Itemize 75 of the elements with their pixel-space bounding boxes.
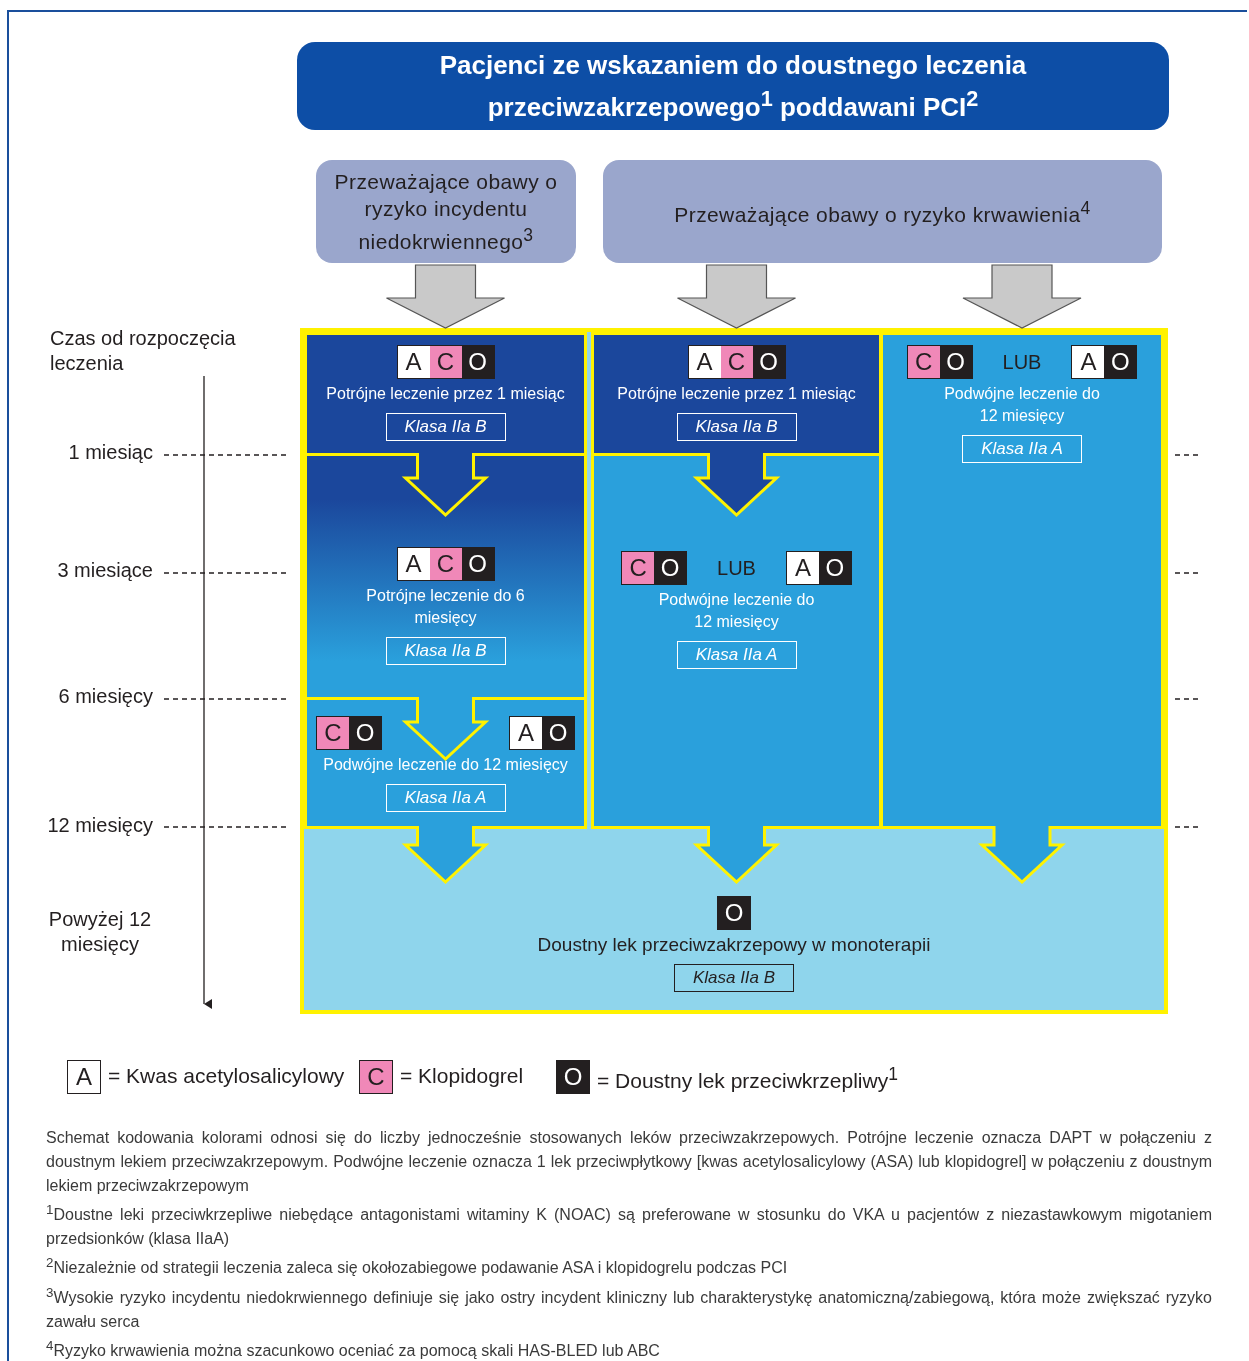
drug-letter-chip: C xyxy=(622,552,655,584)
drug-letter-chip: C xyxy=(317,717,349,749)
drug-letter-chip: A xyxy=(397,548,430,580)
block-arrow xyxy=(962,264,1082,329)
timeline-label: 1 miesiąc xyxy=(67,440,153,465)
drug-letter-chip: O xyxy=(349,717,381,749)
class-label: Klasa IIa B xyxy=(674,964,794,992)
treatment-cell xyxy=(304,697,587,829)
class-label: Klasa IIa B xyxy=(385,413,506,441)
cell-text: Potrójne leczenie przez 1 miesiąc xyxy=(326,384,565,404)
footnote: $^{3}$Wysokie ryzyko incydentu niedokrwiennego definiuje się jako ostry incydent kliniczny lub charakterystykę anatomiczną/zabiegową, która może zwiększać ryzyko zawału serca xyxy=(46,1283,1212,1332)
timeline-label: 12 miesięcy xyxy=(46,813,153,838)
block-arrow xyxy=(978,824,1066,885)
treatment-cell xyxy=(304,332,587,456)
or-text: LUB xyxy=(1002,350,1042,374)
block-arrow xyxy=(385,264,506,329)
drug-letter-chip: A xyxy=(688,346,721,378)
treatment-cell xyxy=(880,332,1164,829)
header-panel xyxy=(316,160,576,263)
class-label: Klasa IIa A xyxy=(676,641,797,669)
header-text: Przeważające obawy o ryzyko krwawienia$^{4}$ xyxy=(674,197,1091,228)
cell-text: Doustny lek przeciwzakrzepowy w monoterapii xyxy=(537,934,931,956)
legend-swatch: O xyxy=(556,1060,590,1094)
class-label: Klasa IIa A xyxy=(385,784,506,812)
legend-swatch: C xyxy=(359,1060,393,1094)
drug-letter-chip: A xyxy=(1072,346,1105,378)
block-arrow xyxy=(401,695,490,762)
footnote: $^{1}$Doustne leki przeciwkrzepliwe niebędące antagonistami witaminy K (NOAC) są preferowane w stosunku do VKA u pacjentów z niezastawkowym migotaniem przedsionków (klasa IIaA) xyxy=(46,1201,1212,1250)
drug-letter-chip: A xyxy=(510,717,542,749)
class-label: Klasa IIa B xyxy=(385,637,506,665)
timeline-label: Czas od rozpoczęcia leczenia xyxy=(50,326,237,376)
drug-letter-chip: O xyxy=(654,552,687,584)
block-arrow xyxy=(401,451,490,518)
timeline-label: 6 miesięcy xyxy=(57,684,153,709)
drug-letter-chip: O xyxy=(461,346,494,378)
cell-text: Podwójne leczenie do 12 miesięcy xyxy=(943,384,1101,426)
drug-letter-chip: C xyxy=(429,548,462,580)
drug-letter-chip: O xyxy=(818,552,851,584)
block-arrow xyxy=(692,824,781,885)
timeline-label: 3 miesiące xyxy=(56,558,153,583)
legend-text: = Klopidogrel xyxy=(400,1064,524,1088)
drug-letter-chip: O xyxy=(939,346,972,378)
legend-swatch: A xyxy=(67,1060,101,1094)
block-arrow xyxy=(676,264,797,329)
class-label: Klasa IIa A xyxy=(962,435,1082,463)
drug-letter-chip: A xyxy=(397,346,430,378)
class-label: Klasa IIa B xyxy=(676,413,797,441)
or-text: LUB xyxy=(717,556,756,580)
block-arrow xyxy=(401,824,490,885)
footnote: $^{4}$Ryzyko krwawienia można szacunkowo oceniać za pomocą skali HAS-BLED lub ABC xyxy=(46,1337,661,1361)
timeline-label: Powyżej 12 miesięcy xyxy=(47,907,153,957)
cell-text: Podwójne leczenie do 12 miesięcy xyxy=(657,590,816,632)
footnote: Schemat kodowania kolorami odnosi się do liczby jednocześnie stosowanych leków przeciwzakrzepowych. Potrójne leczenie oznacza DAPT w połączeniu z doustnym lekiem przeciwzakrzepowym. Podwójne leczenie oznacza 1 lek przeciwpłytkowy [kwas acetylosalicylowy (ASA) lub klopidogrel] w połączeniu z doustnym lekiem przeciwzakrzepowym xyxy=(46,1128,1212,1196)
header-text: Przeważające obawy o ryzyko incydentu niedokrwiennego$^{3}$ xyxy=(334,169,558,255)
drug-letter-chip: O xyxy=(752,346,785,378)
block-arrow xyxy=(692,451,781,518)
treatment-cell xyxy=(304,453,587,700)
drug-letter-chip: O xyxy=(461,548,494,580)
drug-letter-chip: O xyxy=(542,717,574,749)
legend-text: = Kwas acetylosalicylowy xyxy=(108,1064,345,1088)
drug-letter-chip: C xyxy=(429,346,462,378)
drug-letter-chip: C xyxy=(720,346,753,378)
cell-text: Potrójne leczenie przez 1 miesiąc xyxy=(617,384,856,404)
footnote: $^{2}$Niezależnie od strategii leczenia zaleca się okołozabiegowe podawanie ASA i klopidogrelu podczas PCI xyxy=(46,1254,789,1279)
title-text: Pacjenci ze wskazaniem do doustnego leczenia przeciwzakrzepowego$^{1}$ poddawani PCI$^{2}$ xyxy=(438,48,1028,124)
treatment-cell xyxy=(591,453,882,829)
treatment-cell xyxy=(591,332,882,456)
drug-letter-chip: C xyxy=(907,346,940,378)
drug-letter-chip: A xyxy=(786,552,819,584)
cell-text: Potrójne leczenie do 6 miesięcy xyxy=(365,586,526,628)
legend-text: = Doustny lek przeciwkrzepliwy$^{1}$ xyxy=(597,1064,898,1093)
cell-text: Podwójne leczenie do 12 miesięcy xyxy=(323,755,568,775)
drug-letter-chip: O xyxy=(1104,346,1137,378)
drug-letter-chip: O xyxy=(718,897,750,929)
header-panel xyxy=(603,160,1162,263)
